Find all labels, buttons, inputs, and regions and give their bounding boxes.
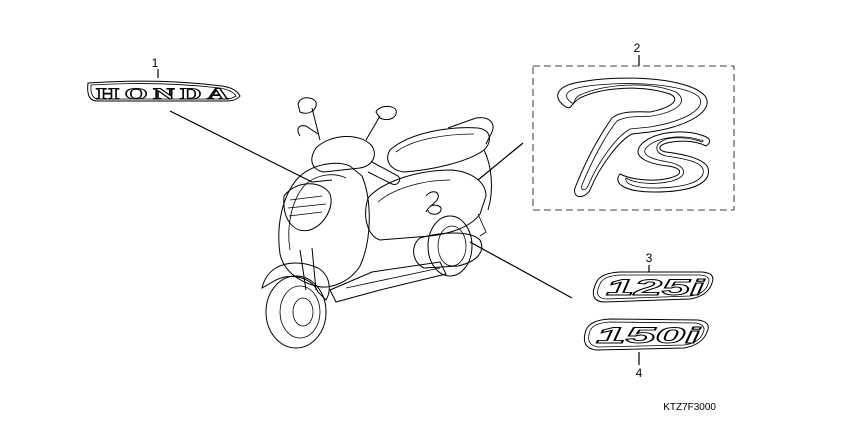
part-3-125i-badge[interactable]: 125i (592, 271, 714, 303)
leader-line-3 (469, 241, 573, 299)
honda-logo-text: HONDA (96, 86, 234, 103)
diagram-code: KTZ7F3000 (663, 402, 716, 413)
part-4-150i-badge[interactable]: 150i (583, 318, 709, 351)
badge-150i-text: 150i (596, 323, 702, 348)
part-2-ps-emblem[interactable]: Ps (0, 0, 735, 211)
callout-4: 4 (636, 366, 643, 380)
callout-2: 2 (634, 41, 641, 55)
part-1-honda-emblem[interactable]: HONDA (87, 80, 241, 103)
ps-emblem-frame (532, 65, 735, 211)
ps-logo-text: Ps (0, 0, 2, 1)
leader-line-1 (169, 110, 313, 183)
badge-125i-text: 125i (606, 275, 706, 300)
leader-line-2 (477, 142, 524, 181)
callout-1: 1 (152, 56, 159, 70)
scooter-illustration (261, 97, 494, 349)
callout-3: 3 (646, 251, 653, 265)
